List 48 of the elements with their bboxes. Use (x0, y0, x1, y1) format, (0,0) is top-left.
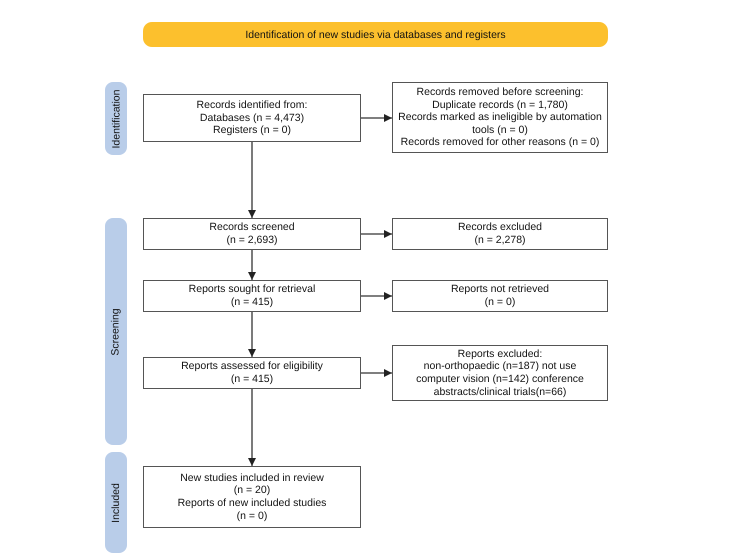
arrow (361, 114, 392, 122)
phase-band (105, 82, 127, 155)
arrow (248, 312, 256, 357)
box-text: (n = 415) (230, 373, 274, 386)
box-text: New studies included in review (180, 472, 324, 484)
phase-label: Screening (110, 308, 122, 356)
process-box (392, 218, 608, 250)
process-box (143, 94, 361, 142)
process-box (392, 82, 608, 153)
box-text: Records removed before screening: (416, 86, 584, 99)
box-text: Duplicate records (n = 1,780) (432, 98, 568, 112)
process-box (143, 466, 361, 528)
phase-label: Included (110, 482, 122, 522)
box-text: (n = 2,693) (226, 234, 278, 247)
box-text: Reports assessed for eligibility (181, 360, 323, 373)
header-text: Identification of new studies via databases and registers (245, 28, 506, 40)
process-box (143, 357, 361, 389)
box-text: (n = 2,278) (474, 234, 526, 247)
box-text: Reports of new included studies (178, 497, 326, 510)
phase-band (105, 452, 127, 553)
arrow (248, 389, 256, 466)
box-text: Records removed for other reasons (n = 0) (400, 136, 600, 149)
box-text: Records screened (209, 221, 295, 234)
box-text: Registers (n = 0) (213, 124, 291, 137)
box-text: Reports excluded: (458, 348, 542, 360)
box-text: (n = 0) (236, 510, 268, 522)
phase-label: Identification (110, 89, 122, 148)
box-text: (n = 0) (484, 296, 516, 309)
phase-header-band (143, 22, 608, 47)
box-text: Records identified from: (196, 99, 308, 112)
box-text: non-orthopaedic (n=187) not use computer vision (n=142) conference abstracts/clinical trials(n=66) (415, 360, 585, 398)
box-text: Records excluded (458, 221, 542, 234)
box-text: Records marked as ineligible by automation tools (n = 0) (397, 111, 603, 136)
arrow (361, 369, 392, 377)
phase-band (105, 218, 127, 445)
arrow (248, 142, 256, 218)
box-text: Reports not retrieved (450, 283, 550, 296)
process-box (392, 280, 608, 312)
box-text: (n = 415) (230, 296, 274, 309)
process-box (143, 218, 361, 250)
process-box (392, 345, 608, 401)
arrow (361, 230, 392, 238)
process-box (143, 280, 361, 312)
box-text: Databases (n = 4,473) (200, 112, 304, 124)
box-text: (n = 20) (234, 484, 270, 497)
box-text: Reports sought for retrieval (188, 283, 316, 296)
arrow (361, 292, 392, 300)
arrow (248, 250, 256, 280)
